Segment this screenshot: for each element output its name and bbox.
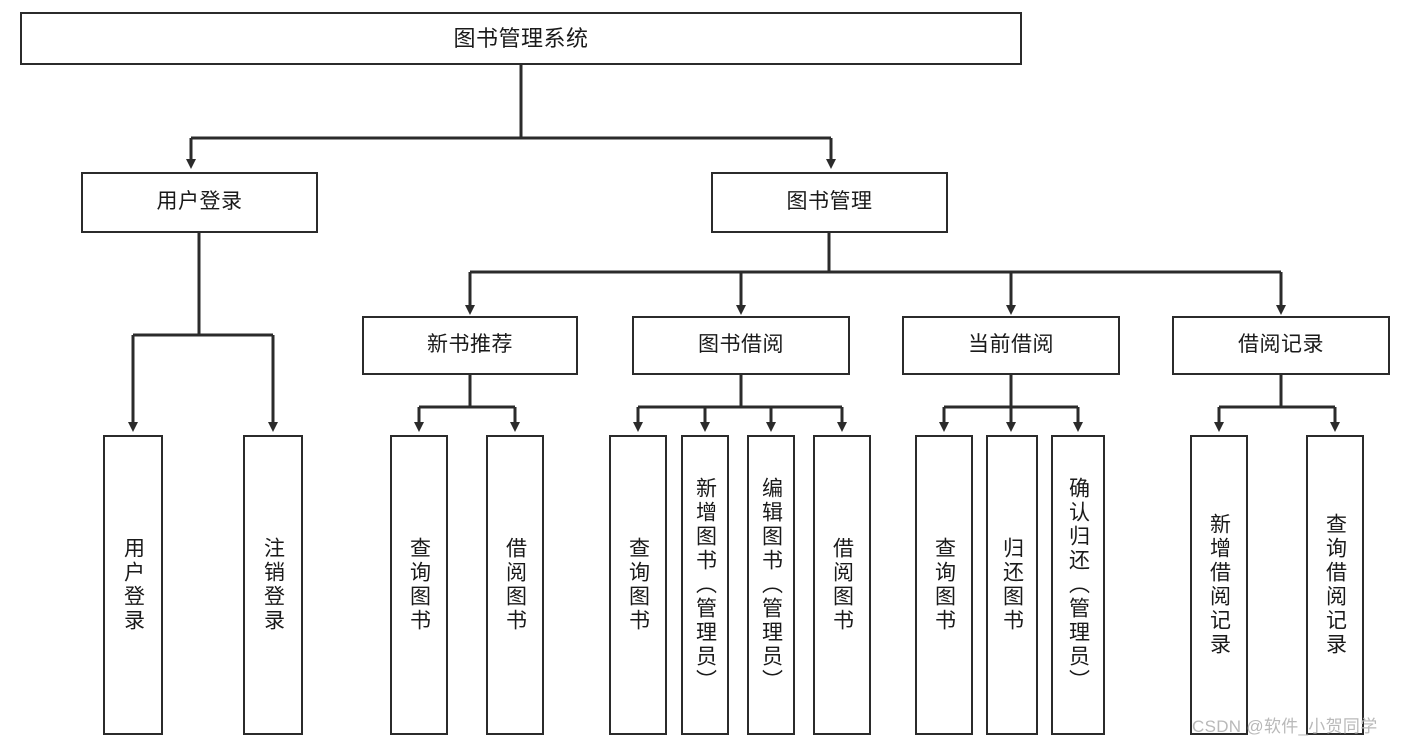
node-borrow-record-label: 借阅记录 [1238, 333, 1324, 357]
leaf-book-borrow-3[interactable]: 编辑图书（管理员） [747, 435, 795, 735]
leaf-book-borrow-2-label: 新增图书（管理员） [693, 477, 717, 693]
node-user-login-label: 用户登录 [156, 190, 243, 214]
leaf-book-borrow-3-label: 编辑图书（管理员） [759, 477, 783, 693]
leaf-book-borrow-1-label: 查询图书 [626, 537, 650, 633]
watermark: CSDN @软件_小贺同学 [1192, 717, 1378, 736]
node-new-book-recommend-label: 新书推荐 [427, 333, 513, 357]
leaf-new-book-1-label: 查询图书 [407, 537, 431, 633]
leaf-current-borrow-1-label: 查询图书 [932, 537, 956, 633]
leaf-current-borrow-3[interactable]: 确认归还（管理员） [1051, 435, 1105, 735]
node-root[interactable]: 图书管理系统 [20, 12, 1022, 65]
node-current-borrow-label: 当前借阅 [968, 333, 1054, 357]
leaf-book-borrow-4[interactable]: 借阅图书 [813, 435, 871, 735]
leaf-new-book-2[interactable]: 借阅图书 [486, 435, 544, 735]
node-book-manage-label: 图书管理 [786, 190, 873, 214]
leaf-user-login-1-label: 用户登录 [121, 537, 145, 633]
leaf-book-borrow-4-label: 借阅图书 [830, 537, 854, 633]
leaf-new-book-2-label: 借阅图书 [503, 537, 527, 633]
leaf-borrow-record-1-label: 新增借阅记录 [1207, 513, 1231, 657]
leaf-user-login-1[interactable]: 用户登录 [103, 435, 163, 735]
leaf-current-borrow-1[interactable]: 查询图书 [915, 435, 973, 735]
node-root-label: 图书管理系统 [453, 25, 589, 51]
leaf-new-book-1[interactable]: 查询图书 [390, 435, 448, 735]
leaf-borrow-record-2-label: 查询借阅记录 [1323, 513, 1347, 657]
node-new-book-recommend[interactable]: 新书推荐 [362, 316, 578, 375]
leaf-user-login-2-label: 注销登录 [261, 537, 285, 633]
leaf-current-borrow-2[interactable]: 归还图书 [986, 435, 1038, 735]
node-book-borrow-label: 图书借阅 [698, 333, 784, 357]
node-book-borrow[interactable]: 图书借阅 [632, 316, 850, 375]
leaf-current-borrow-2-label: 归还图书 [1000, 537, 1024, 633]
leaf-borrow-record-1[interactable]: 新增借阅记录 [1190, 435, 1248, 735]
leaf-book-borrow-1[interactable]: 查询图书 [609, 435, 667, 735]
node-borrow-record[interactable]: 借阅记录 [1172, 316, 1390, 375]
leaf-borrow-record-2[interactable]: 查询借阅记录 [1306, 435, 1364, 735]
leaf-user-login-2[interactable]: 注销登录 [243, 435, 303, 735]
node-current-borrow[interactable]: 当前借阅 [902, 316, 1120, 375]
leaf-book-borrow-2[interactable]: 新增图书（管理员） [681, 435, 729, 735]
node-user-login[interactable]: 用户登录 [81, 172, 318, 233]
node-book-manage[interactable]: 图书管理 [711, 172, 948, 233]
leaf-current-borrow-3-label: 确认归还（管理员） [1066, 477, 1090, 693]
